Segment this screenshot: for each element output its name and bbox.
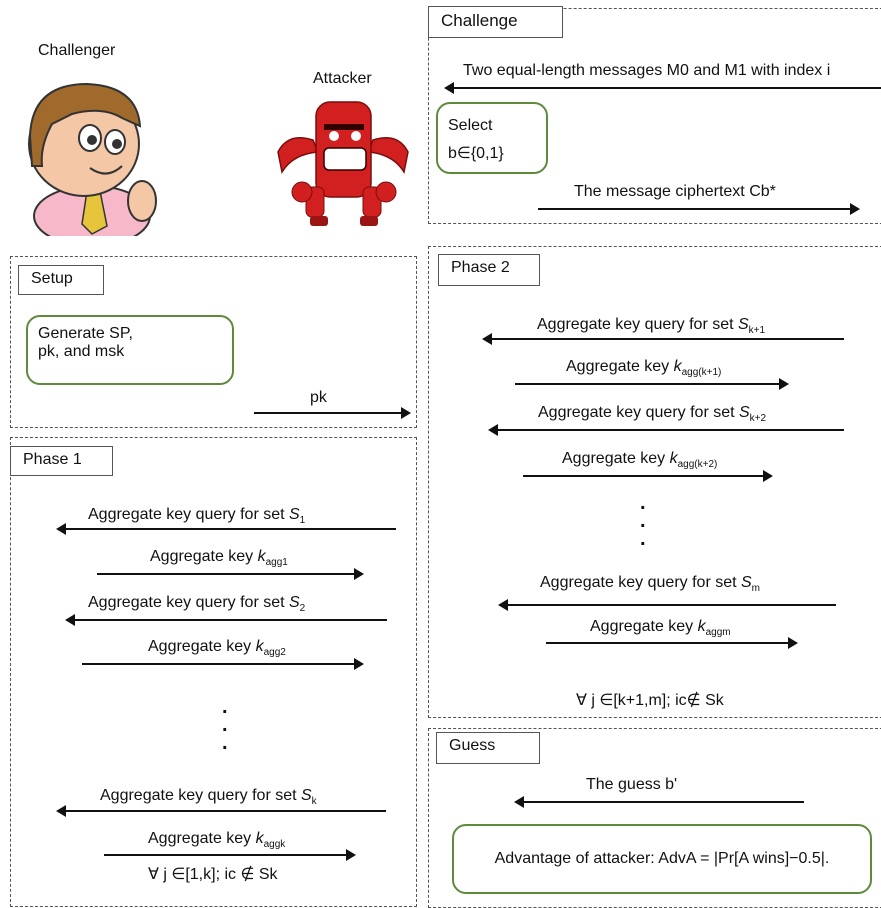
generate-box: Generate SP, pk, and msk xyxy=(26,315,234,385)
phase1-tab: Phase 1 xyxy=(10,446,113,476)
generate-line1: Generate SP, xyxy=(38,325,133,342)
p1-query1-arrow xyxy=(56,523,396,535)
ciphertext-arrow xyxy=(538,203,860,215)
challenger-avatar xyxy=(28,82,157,236)
p2-key1-arrow xyxy=(515,378,789,390)
p2-keym-label: Aggregate key kaggm xyxy=(590,618,731,638)
p1-condition: ∀ j ∈[1,k]; ic ∉ Sk xyxy=(148,866,278,883)
attacker-label: Attacker xyxy=(313,70,372,87)
p1-query1-label: Aggregate key query for set S1 xyxy=(88,506,306,526)
attacker-avatar xyxy=(277,101,409,226)
pk-label: pk xyxy=(310,389,327,406)
p1-query2-label: Aggregate key query for set S2 xyxy=(88,594,306,614)
p1-key2-label: Aggregate key kagg2 xyxy=(148,638,286,658)
p2-key2-arrow xyxy=(523,470,773,482)
phase2-tab: Phase 2 xyxy=(438,254,540,286)
challenge-panel xyxy=(428,8,881,224)
messages-arrow xyxy=(444,82,881,94)
p1-keyk-arrow xyxy=(104,849,356,861)
p2-ellipsis: ... xyxy=(640,492,646,550)
p2-query2-arrow xyxy=(488,424,844,436)
challenger-label: Challenger xyxy=(38,42,116,59)
phase2-panel xyxy=(428,246,881,718)
p2-key1-label: Aggregate key kagg(k+1) xyxy=(566,358,722,378)
p2-key2-label: Aggregate key kagg(k+2) xyxy=(562,450,718,470)
messages-label: Two equal-length messages M0 and M1 with… xyxy=(463,62,831,79)
pk-arrow xyxy=(254,407,411,419)
generate-line2: pk, and msk xyxy=(38,343,125,360)
challenge-tab: Challenge xyxy=(428,6,563,38)
p1-queryk-label: Aggregate key query for set Sk xyxy=(100,787,317,807)
select-line1: Select xyxy=(448,117,493,134)
p1-key1-arrow xyxy=(97,568,364,580)
select-box: Select b∈{0,1} xyxy=(436,102,548,174)
p2-query1-arrow xyxy=(482,333,844,345)
p1-keyk-label: Aggregate key kaggk xyxy=(148,830,286,850)
p1-queryk-arrow xyxy=(56,805,386,817)
p1-key1-label: Aggregate key kagg1 xyxy=(150,548,288,568)
p2-querym-label: Aggregate key query for set Sm xyxy=(540,574,761,594)
p1-ellipsis: ... xyxy=(222,696,228,754)
setup-tab: Setup xyxy=(18,265,104,295)
guess-arrow xyxy=(514,796,804,808)
p2-keym-arrow xyxy=(546,637,798,649)
p2-query1-label: Aggregate key query for set Sk+1 xyxy=(537,316,766,336)
select-line2: b∈{0,1} xyxy=(448,145,504,162)
p1-query2-arrow xyxy=(65,614,387,626)
advantage-box: Advantage of attacker: AdvA = |Pr[A wins… xyxy=(452,824,872,894)
ciphertext-label: The message ciphertext Cb* xyxy=(574,183,776,200)
setup-panel xyxy=(10,256,417,428)
p2-query2-label: Aggregate key query for set Sk+2 xyxy=(538,404,767,424)
p1-key2-arrow xyxy=(82,658,364,670)
guess-tab: Guess xyxy=(436,732,540,764)
p2-condition: ∀ j ∈[k+1,m]; ic∉ Sk xyxy=(576,692,724,709)
advantage-text: Advantage of attacker: AdvA = |Pr[A wins… xyxy=(494,850,830,867)
guess-label: The guess b' xyxy=(586,776,678,793)
p2-querym-arrow xyxy=(498,599,836,611)
